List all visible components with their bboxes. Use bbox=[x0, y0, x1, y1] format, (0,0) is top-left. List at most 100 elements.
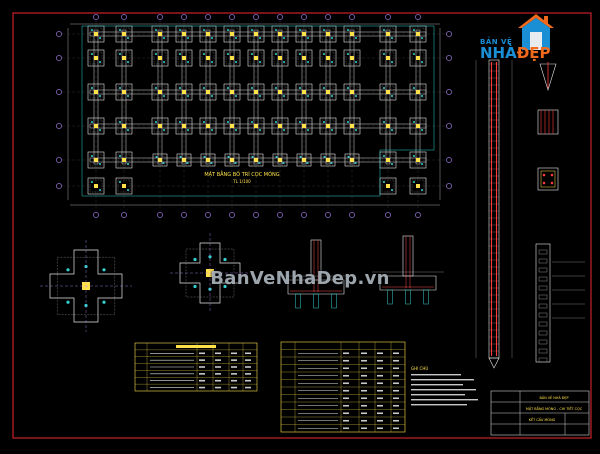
pile bbox=[323, 87, 325, 89]
column bbox=[182, 32, 186, 36]
pile bbox=[259, 37, 261, 39]
rebar-tables bbox=[134, 341, 406, 433]
pile bbox=[203, 156, 206, 158]
pile bbox=[210, 162, 213, 164]
column bbox=[386, 184, 390, 188]
pile bbox=[193, 257, 197, 262]
pile-head bbox=[387, 289, 393, 305]
pile bbox=[330, 162, 333, 164]
plan-scale: TL 1/100 bbox=[232, 179, 251, 184]
pile-cap bbox=[176, 153, 192, 167]
table-value bbox=[199, 366, 205, 368]
pile-cap bbox=[87, 83, 105, 101]
column bbox=[302, 32, 306, 36]
rebar-dot bbox=[542, 181, 546, 185]
column bbox=[386, 158, 390, 162]
note-line bbox=[411, 394, 465, 396]
pile bbox=[211, 61, 213, 63]
pile bbox=[203, 29, 205, 31]
pile bbox=[234, 162, 237, 164]
axis-bubble bbox=[415, 212, 421, 218]
table-value bbox=[377, 382, 383, 385]
pile bbox=[211, 95, 213, 97]
pile bbox=[187, 95, 189, 97]
table-value bbox=[343, 352, 349, 355]
table-value bbox=[231, 359, 237, 361]
table-value bbox=[377, 352, 383, 355]
pile bbox=[323, 121, 325, 123]
pile-head bbox=[405, 289, 411, 305]
pile-cap bbox=[248, 153, 264, 167]
table-value bbox=[231, 366, 237, 368]
pile bbox=[119, 29, 121, 31]
pile bbox=[383, 121, 385, 123]
pile bbox=[227, 121, 229, 123]
axis-bubble bbox=[385, 14, 391, 20]
pile-head bbox=[423, 289, 429, 305]
column bbox=[350, 124, 354, 128]
column bbox=[386, 124, 390, 128]
pile bbox=[208, 255, 212, 259]
table-value bbox=[393, 389, 399, 392]
pile-head-detail bbox=[537, 109, 559, 135]
pile-cap bbox=[295, 83, 313, 101]
column bbox=[278, 124, 282, 128]
pile bbox=[299, 29, 301, 31]
table-value bbox=[245, 379, 251, 382]
pile bbox=[299, 53, 301, 55]
table-value bbox=[393, 397, 399, 400]
pile bbox=[307, 37, 309, 39]
table-frame bbox=[134, 342, 258, 392]
table-value bbox=[231, 352, 237, 355]
axis-bubble bbox=[325, 14, 331, 20]
pile bbox=[421, 163, 423, 165]
column bbox=[122, 90, 126, 94]
pile bbox=[99, 95, 101, 97]
pile bbox=[259, 61, 261, 63]
pile bbox=[179, 121, 181, 123]
pile-cap bbox=[247, 83, 265, 101]
pile bbox=[91, 155, 93, 157]
pile bbox=[251, 87, 253, 89]
pile bbox=[299, 121, 301, 123]
pile bbox=[127, 163, 129, 165]
pile bbox=[331, 37, 333, 39]
axis-bubble bbox=[446, 183, 452, 189]
axis-bubble bbox=[253, 14, 259, 20]
pile bbox=[102, 268, 106, 272]
pile bbox=[227, 53, 229, 55]
pile-cap bbox=[199, 83, 217, 101]
pile-cap bbox=[409, 117, 427, 135]
pile bbox=[413, 121, 415, 123]
pile bbox=[179, 87, 181, 89]
axis-bubble bbox=[181, 14, 187, 20]
pile bbox=[275, 121, 277, 123]
table-value bbox=[245, 366, 251, 368]
pile bbox=[91, 29, 93, 31]
table-value bbox=[231, 373, 237, 375]
axis-bubble bbox=[56, 55, 62, 61]
pile-cap bbox=[87, 117, 105, 135]
table-value bbox=[393, 412, 399, 415]
table-value bbox=[393, 427, 399, 430]
column bbox=[416, 56, 420, 60]
pile bbox=[187, 37, 189, 39]
pile-head bbox=[295, 293, 301, 309]
note-line bbox=[411, 399, 478, 401]
axis-bubble bbox=[446, 157, 452, 163]
pile-cap bbox=[175, 117, 193, 135]
brand-logo: BẢN VẼ NHÀĐẸP bbox=[474, 10, 592, 62]
column bbox=[350, 56, 354, 60]
house-logo-icon bbox=[518, 14, 554, 50]
table-value bbox=[361, 412, 367, 415]
pile bbox=[187, 129, 189, 131]
column bbox=[350, 32, 354, 36]
table-value bbox=[393, 367, 399, 370]
pile bbox=[413, 155, 415, 157]
pile bbox=[413, 87, 415, 89]
pile bbox=[211, 37, 213, 39]
pile bbox=[99, 163, 101, 165]
table-value bbox=[377, 359, 383, 362]
pile-cap bbox=[115, 177, 133, 195]
sheet-border bbox=[12, 12, 592, 439]
